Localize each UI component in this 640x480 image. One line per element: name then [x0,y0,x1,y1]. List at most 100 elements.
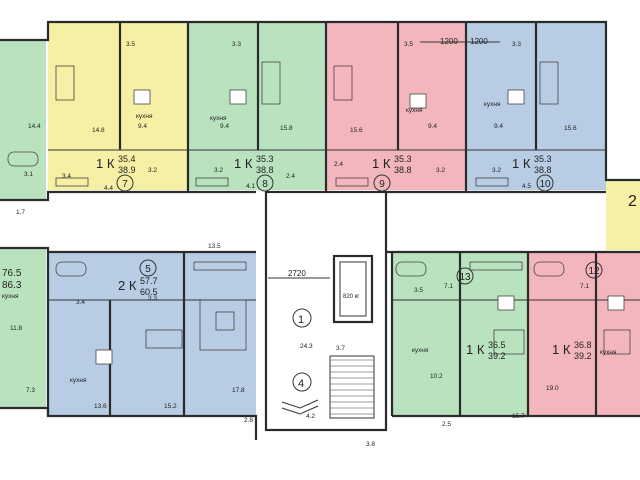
dining-table [607,295,625,311]
room-area: 3.3 [232,41,241,48]
room-area: 2.4 [286,173,295,180]
left-partial-area-1: 76.5 [2,268,22,279]
furniture [7,61,631,365]
apartment-living-area: 57.7 [140,276,158,286]
apartment-living-area: 35.4 [118,154,136,164]
room-area: 3.4 [76,299,85,306]
stair-marker-circle [292,372,312,392]
dining-table [507,89,525,105]
dining-table [409,93,427,109]
kitchen-label: кухня [2,293,19,300]
room-area: 13.6 [94,403,107,410]
apartment-living-area: 35.3 [394,154,412,164]
kitchen-label: кухня [210,115,227,122]
apartment-total-area: 38.8 [534,165,552,175]
apartment-total-area: 39.2 [574,351,592,361]
room-area: 17.8 [232,387,245,394]
apartment-number: 8 [262,179,268,190]
room-area: 3.2 [492,167,501,174]
apartment-total-area: 38.8 [256,165,274,175]
room-area: 3.7 [336,345,345,352]
apartment-number-circle [139,259,157,277]
apartment-rooms: 1 К [466,342,485,357]
room-area: 15.6 [564,125,577,132]
stair-marker: 4 [298,378,304,390]
room-area: 7.1 [580,283,589,290]
room-area: 3.3 [512,41,521,48]
room-area: 9.4 [494,123,503,130]
apartment-rooms: 1 К [372,156,391,171]
apartment-number-circle [116,174,134,192]
apartment-living-area: 36.8 [574,340,592,350]
apartment-number: 12 [588,266,600,277]
room-area: 15.6 [350,127,363,134]
room-area: 4.5 [522,183,531,190]
dining-table [497,295,515,311]
elevator-label: 820 кг [343,294,360,300]
room-area: 3.5 [404,41,413,48]
room-area: 2.8 [244,417,253,424]
apartment-number-circle [536,174,554,192]
apartment-total-area: 38.8 [394,165,412,175]
apartment-number: 9 [379,179,385,190]
room-area: 2.4 [334,161,343,168]
zone-apt-9 [326,22,466,190]
dimension-corridor: 2720 [288,269,306,278]
left-partial-area-2: 86.3 [2,280,22,291]
apartment-number: 10 [539,179,551,190]
room-area: 3.2 [148,167,157,174]
room-area: 4.1 [246,183,255,190]
room-area: 9.4 [138,123,147,130]
dining-table [95,349,113,365]
kitchen-label: кухня [600,349,617,356]
room-area: 7.1 [444,283,453,290]
dining-table [229,89,247,105]
walls [0,20,640,440]
hall-marker: 1 [298,314,304,326]
apartment-number: 5 [145,264,151,275]
dimension-top-right: 1200 [470,37,488,46]
room-area: 3.5 [126,41,135,48]
zone-apt-5 [48,252,256,416]
room-area: 24.3 [300,343,313,350]
room-area: 14.8 [92,127,105,134]
room-area: 10.2 [430,373,443,380]
apartment-rooms: 1 К [96,156,115,171]
apartment-number-circle [456,267,474,285]
room-area: 3.8 [366,441,375,448]
room-area: 3.3 [148,295,157,302]
room-area: 9.4 [428,123,437,130]
room-area: 3.1 [24,171,33,178]
room-area: 3.2 [436,167,445,174]
apartment-number-circle [373,174,391,192]
dimension-top-left: 1200 [440,37,458,46]
apartment-zones [0,22,640,416]
apartment-rooms: 1 К [552,342,571,357]
room-area: 11.8 [10,325,23,332]
right-partial-apartment-number: 2 [628,193,637,210]
apartment-living-area: 36.5 [488,340,506,350]
apartment-number: 13 [459,272,471,283]
dimension-lines: 1200 1200 2720 820 кг [268,37,500,300]
room-area: 14.4 [28,123,41,130]
room-area: 15.2 [164,403,177,410]
apartment-total-area: 60.5 [140,287,158,297]
kitchen-label: кухня [406,107,423,114]
apartment-number-circle [585,261,603,279]
zone-left-bottom [0,248,46,408]
room-area: 2.5 [442,421,451,428]
zone-apt-12 [528,252,640,416]
apartment-number-circle [256,174,274,192]
kitchen-label: кухня [136,113,153,120]
room-area: 3.2 [214,167,223,174]
kitchen-label: кухня [412,347,429,354]
room-area: 4.4 [104,185,113,192]
apartment-total-area: 38.9 [118,165,136,175]
apartment-rooms: 1 К [512,156,531,171]
room-area: 1.7 [16,209,25,216]
dining-table [133,89,151,105]
room-area: 9.4 [220,123,229,130]
kitchen-label: кухня [484,101,501,108]
